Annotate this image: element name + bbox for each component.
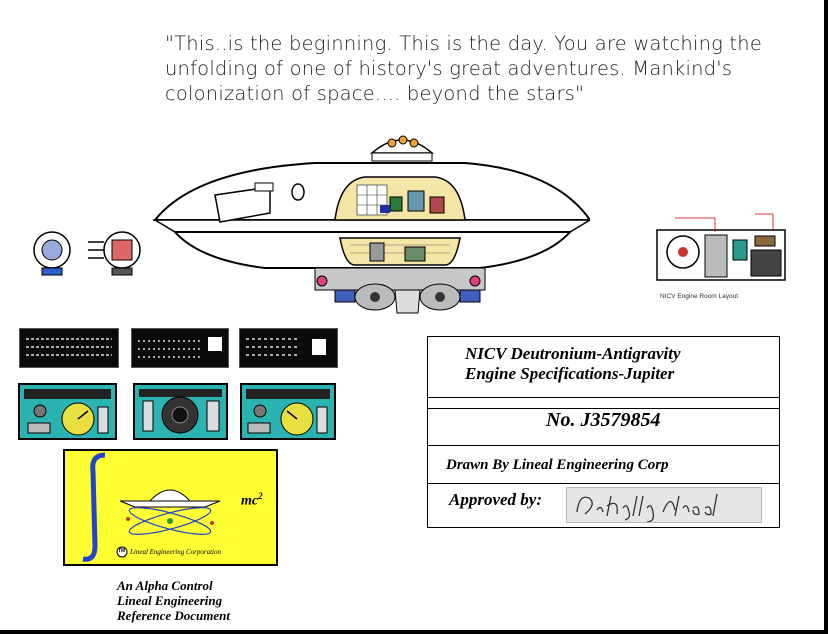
reference-line-1: An Alpha Control [117,578,213,593]
spec-number: No. J3579854 [546,409,661,431]
control-panel-teal-1 [18,383,117,440]
panel-switch-pattern [26,338,112,356]
panel-switch-pattern [246,338,326,356]
jupiter-spaceship-illustration [152,135,590,314]
spec-title-line-1: NICV Deutronium-Antigravity [465,344,681,363]
reference-block: An Alpha Control Lineal Engineering Refe… [117,578,230,623]
title-block-divider [428,483,779,484]
title-block-divider [428,445,779,446]
spec-title-line-2: Engine Specifications-Jupiter [465,364,675,383]
opening-quote: "This..is the beginning. This is the day… [165,31,765,106]
quote-line-2: unfolding of one of history's great adve… [165,57,733,80]
control-panel-black-2 [131,328,229,368]
logo-graphic [82,452,221,562]
quote-line-3: colonization of space.... beyond the sta… [165,82,585,105]
approved-by-label: Approved by: [449,490,543,509]
title-block-divider [428,397,779,398]
control-panel-black-3 [239,328,338,368]
formula-exponent: 2 [258,491,263,501]
drawn-by: Drawn By Lineal Engineering Corp [446,457,669,473]
reference-line-2: Lineal Engineering [117,593,223,608]
engine-room-layout-illustration [656,213,786,281]
panel-dial-graphics [246,389,330,436]
panel-dial-graphics [24,389,111,436]
small-equipment-illustrations [33,231,141,276]
quote-line-1: "This..is the beginning. This is the day… [165,32,763,55]
formula-base: mc [241,493,259,509]
title-block-divider [428,408,779,409]
control-panel-teal-2 [133,383,228,440]
panel-speaker-graphics [139,389,222,434]
panel-switch-pattern [138,337,222,358]
signature-image [566,487,762,523]
engine-room-caption: NICV Engine Room Layout [660,293,739,300]
lineal-engineering-logo: TM mc2 Lineal Engineering Corporation [63,449,278,566]
handwritten-signature [576,493,718,523]
control-panel-teal-3 [240,383,336,440]
formula-mc-squared: mc2 [241,491,263,510]
control-panel-black-1 [19,328,119,368]
reference-line-3: Reference Document [117,608,231,623]
trademark-symbol: TM [118,548,126,554]
logo-company-name: Lineal Engineering Corporation [130,548,221,556]
